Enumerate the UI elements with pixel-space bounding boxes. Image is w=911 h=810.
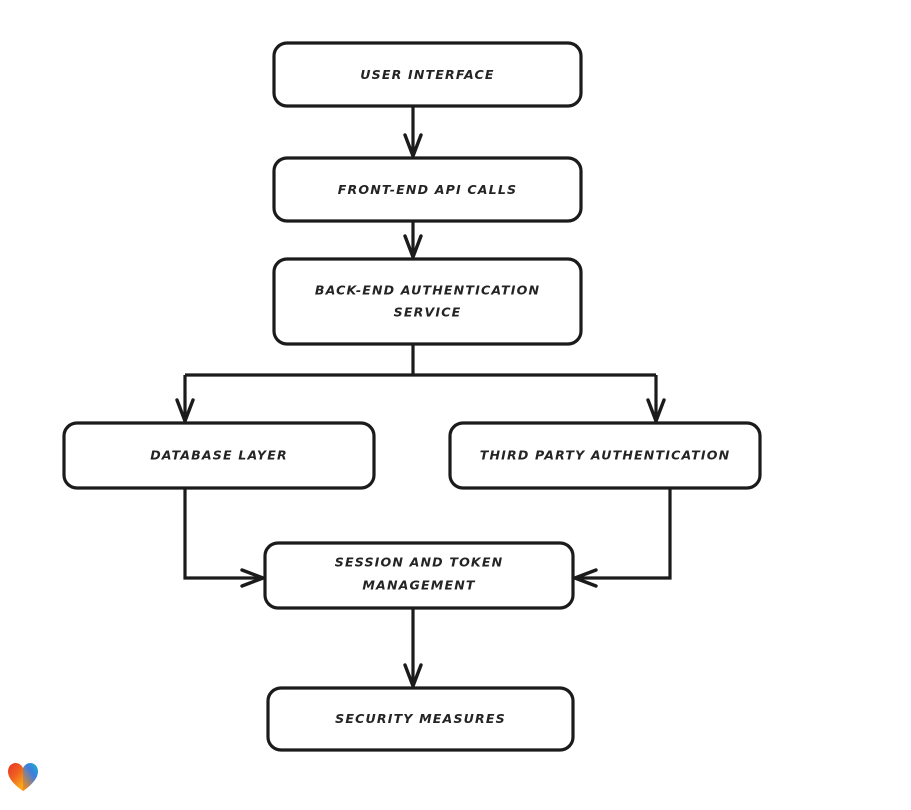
edge-backend-to-database	[175, 375, 195, 423]
heart-icon-left-lobe	[8, 763, 23, 791]
edge-database-to-session	[183, 488, 265, 588]
edge-backend-branch	[185, 344, 656, 377]
node-session-and-token-management-label-line1: SESSION AND TOKEN	[335, 555, 504, 570]
node-third-party-authentication-shape[interactable]	[448, 421, 762, 490]
node-security-measures[interactable]: SECURITY MEASURES	[266, 686, 575, 752]
node-session-and-token-management-shape[interactable]	[263, 541, 575, 610]
node-session-and-token-management[interactable]: SESSION AND TOKEN MANAGEMENT	[263, 541, 575, 610]
edge-backend-to-thirdparty	[646, 375, 666, 423]
heart-icon-wrapper	[7, 762, 43, 796]
node-database-layer-shape[interactable]	[62, 421, 376, 490]
node-user-interface[interactable]: USER INTERFACE	[272, 41, 583, 108]
node-front-end-api-calls-shape[interactable]	[272, 156, 583, 223]
node-database-layer-label: DATABASE LAYER	[150, 448, 288, 463]
heart-icon-right-lobe	[23, 763, 38, 791]
node-security-measures-label: SECURITY MEASURES	[335, 711, 506, 726]
node-back-end-authentication-service-shape[interactable]	[272, 257, 583, 346]
edge-api-to-backend	[403, 221, 423, 259]
edge-thirdparty-to-session	[573, 488, 672, 588]
node-front-end-api-calls-label: FRONT-END API CALLS	[338, 182, 518, 197]
node-session-and-token-management-label-line2: MANAGEMENT	[362, 578, 476, 593]
node-database-layer[interactable]: DATABASE LAYER	[62, 421, 376, 490]
node-third-party-authentication[interactable]: THIRD PARTY AUTHENTICATION	[448, 421, 762, 490]
node-user-interface-shape[interactable]	[272, 41, 583, 108]
node-back-end-authentication-service-label-line1: BACK-END AUTHENTICATION	[315, 283, 540, 298]
heart-icon	[8, 763, 38, 791]
node-user-interface-label: USER INTERFACE	[360, 67, 494, 82]
node-security-measures-shape[interactable]	[266, 686, 575, 752]
node-back-end-authentication-service-label-line2: SERVICE	[394, 305, 462, 320]
edge-ui-to-api	[403, 106, 423, 158]
node-back-end-authentication-service[interactable]: BACK-END AUTHENTICATION SERVICE	[272, 257, 583, 346]
node-front-end-api-calls[interactable]: FRONT-END API CALLS	[272, 156, 583, 223]
edge-session-to-security	[403, 608, 423, 688]
node-third-party-authentication-label: THIRD PARTY AUTHENTICATION	[480, 448, 731, 463]
